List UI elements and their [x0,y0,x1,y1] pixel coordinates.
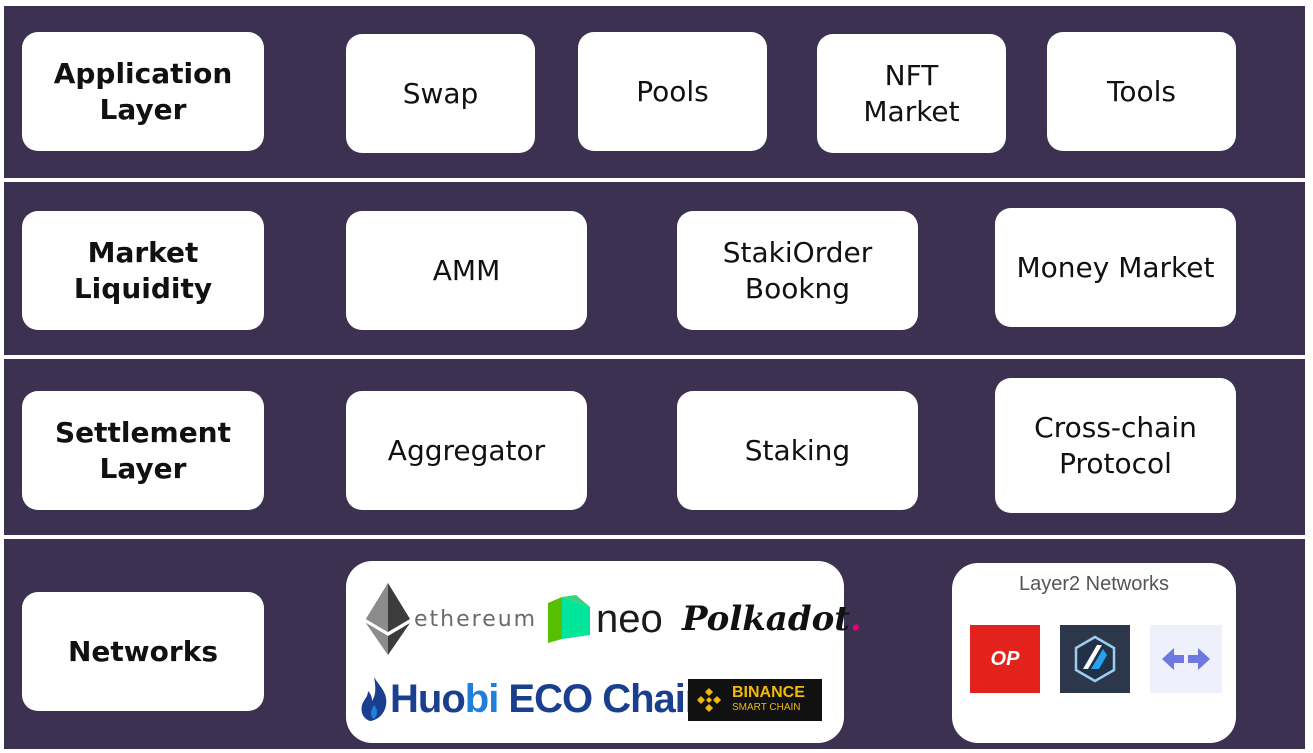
pools-box: Pools [578,32,767,151]
neo-mark-icon [548,595,590,643]
arbitrum-logo [1060,625,1130,693]
optimism-wordmark: OP [990,647,1020,670]
neo-wordmark: neo [596,596,663,641]
binance-smart-chain-logo: BINANCE SMART CHAIN [688,679,822,721]
amm-box: AMM [346,211,587,330]
aggregator-box: Aggregator [346,391,587,510]
money-market-box: Money Market [995,208,1236,327]
order-booking-box: StakiOrder Bookng [677,211,918,330]
nft-market-box: NFT Market [817,34,1006,153]
staking-box: Staking [677,391,918,510]
settlement-layer-label: Settlement Layer [22,391,264,510]
smart-chain-wordmark: SMART CHAIN [732,702,801,713]
swap-box: Swap [346,34,535,153]
networks-logos-card: ethereum neo Polkadot. Huobi ECO Chain [346,561,862,743]
networks-label: Networks [22,592,264,711]
application-layer-label: Application Layer [22,32,264,151]
tools-box: Tools [1047,32,1236,151]
arbitrum-icon [1074,635,1116,683]
layer2-networks-card: Layer2 Networks OP [952,563,1236,743]
layer2-networks-title: Layer2 Networks [1018,573,1170,595]
binance-diamond-icon [697,688,721,712]
ethereum-wordmark: ethereum [414,606,538,632]
polkadot-wordmark: Polkadot [682,599,850,639]
huobi-eco-chain-logo: Huobi ECO Chain [360,673,709,725]
polkadot-dot: . [850,599,862,639]
market-liquidity-label: Market Liquidity [22,211,264,330]
ethereum-diamond-icon [366,583,410,655]
bridge-network-logo [1150,625,1222,693]
huobi-flame-icon [361,677,387,721]
double-arrow-icon [1162,648,1210,670]
polkadot-logo: Polkadot. [682,593,862,645]
huobi-wordmark: Huobi ECO Chain [390,676,709,721]
binance-wordmark: BINANCE [732,684,805,701]
ethereum-logo: ethereum [366,581,537,657]
cross-chain-protocol-box: Cross-chain Protocol [995,378,1236,513]
neo-logo: neo [548,593,663,645]
optimism-logo: OP [970,625,1040,693]
